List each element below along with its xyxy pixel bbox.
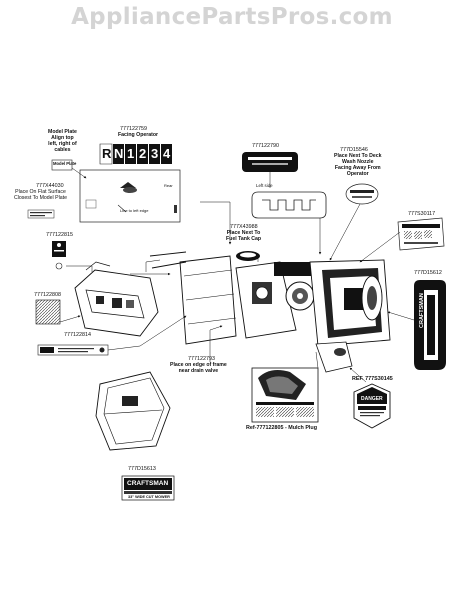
plate-line-note: Line to left edge <box>120 208 149 213</box>
model-plate-box <box>51 159 73 171</box>
part-777d15546: 777D15546 <box>340 147 368 153</box>
gear-letters: R N 1 2 3 4 <box>100 146 172 164</box>
gear-3: 3 <box>151 146 159 161</box>
mower-body <box>149 251 391 373</box>
mulch-plug-decal <box>251 367 319 423</box>
decal-777122808 <box>35 299 61 325</box>
fuel-cap-decal <box>236 251 260 261</box>
gear-1: 1 <box>127 146 135 161</box>
facing-operator-note: Facing Operator <box>118 132 159 138</box>
part-777122814: 777122814 <box>64 332 91 338</box>
gear-4: 4 <box>163 146 171 161</box>
leader-lines <box>59 170 415 383</box>
craftsman-oval-decal <box>345 183 379 205</box>
part-777d15613: 777D15613 <box>128 466 156 472</box>
part-777d15612: 777D15612 <box>414 270 442 276</box>
decal-777122814 <box>37 344 109 356</box>
model-plate-decal <box>79 169 181 223</box>
gear-2: 2 <box>139 146 147 161</box>
fuel-cap-note: Place Next To Fuel Tank Cap <box>226 230 262 242</box>
part-777x43988: 777X43988 <box>230 224 258 230</box>
part-777122759: 777122759 <box>120 126 147 132</box>
drain-valve-note: Place on edge of frame near drain valve <box>170 362 227 374</box>
decal-777x44030 <box>27 209 55 219</box>
left-side-bracket <box>251 191 327 219</box>
speed-decal <box>242 152 298 172</box>
part-777x44030: 777X44030 <box>36 183 64 189</box>
gear-n: N <box>114 146 124 161</box>
danger-decal <box>353 383 391 429</box>
grass-bag <box>95 371 171 451</box>
decal-777s30117 <box>397 217 445 251</box>
decal-777d15612 <box>414 280 446 370</box>
control-console <box>74 261 159 337</box>
part-777122790: 777122790 <box>252 143 279 149</box>
ref-777s30145: REF. 777S30145 <box>352 376 393 382</box>
part-777122808: 777122808 <box>34 292 61 298</box>
model-plate-note: Model Plate Align top left, right of cab… <box>48 129 77 153</box>
part-777122815: 777122815 <box>46 232 73 238</box>
craftsman-plate-text: CRAFTSMAN <box>127 480 169 487</box>
plate-rear-label: Rear <box>164 183 173 188</box>
ref-777122805: Ref-777122805 - Mulch Plug <box>246 425 318 431</box>
craftsman-vertical-text: CRAFTSMAN <box>419 293 425 328</box>
deck-note: Place Next To Deck Wash Nozzle Facing Aw… <box>334 153 382 177</box>
decal-777d15613 <box>121 475 175 501</box>
gear-selector-decal <box>99 143 172 165</box>
part-777s30117: 777S30117 <box>408 211 436 217</box>
gear-r: R <box>102 146 112 161</box>
flat-surface-note: Place On Flat Surface Closest To Model P… <box>14 189 67 201</box>
decal-777122815 <box>52 241 66 270</box>
watermark: AppliancePartsPros.com <box>71 4 393 30</box>
craftsman-plate-bottom: 33" WIDE CUT MOWER <box>128 495 170 499</box>
danger-text: DANGER <box>361 396 383 402</box>
model-plate-box-label: Model Plate <box>53 161 77 166</box>
left-side-label: Left side <box>256 183 273 188</box>
part-777122793: 777122793 <box>188 356 215 362</box>
